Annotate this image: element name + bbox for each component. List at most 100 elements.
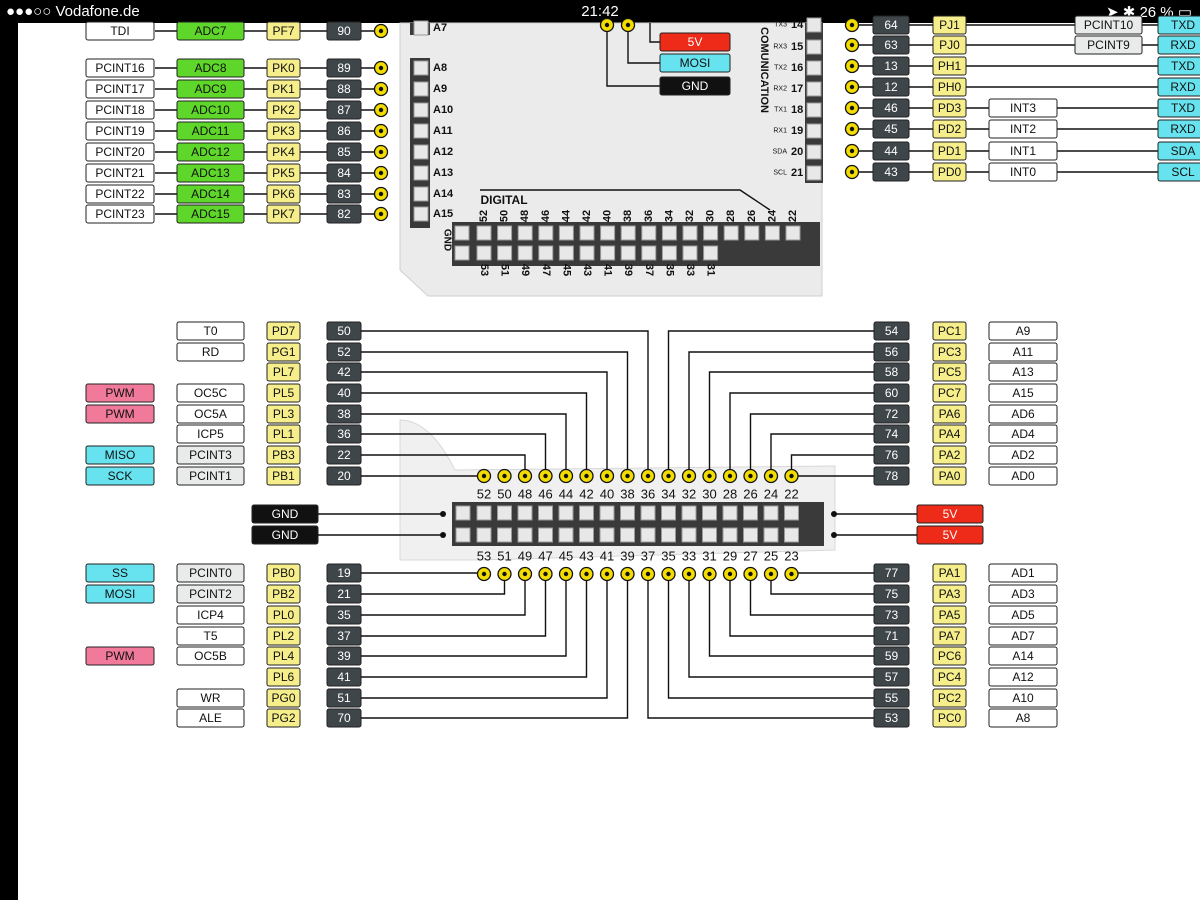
addr-func-box [988, 646, 1058, 666]
addr-func-box [988, 424, 1058, 444]
chip-pin-box-label: 89 [337, 61, 351, 75]
analog-pin-label: A8 [433, 62, 447, 74]
port-box-label: PA2 [939, 448, 961, 462]
header-socket [620, 527, 635, 543]
route-wire [361, 573, 629, 719]
route-wire [361, 573, 608, 699]
route-wire [361, 351, 629, 476]
port-box [266, 626, 301, 646]
digital-socket [579, 225, 595, 241]
digital-even-label: 48 [519, 210, 531, 222]
chip-pin-box-label: 84 [337, 166, 351, 180]
chip-pin-box-label: 73 [885, 608, 899, 622]
connector-dot-center [378, 170, 384, 176]
port-box-label: PC7 [938, 386, 962, 400]
connector-dot-center [666, 571, 671, 577]
alt-func-box [176, 383, 245, 403]
port-box-label: PH1 [938, 59, 962, 73]
port-box [266, 584, 301, 604]
addr-func-box [988, 584, 1058, 604]
header-socket [681, 505, 697, 521]
analog-socket [413, 165, 429, 181]
header-socket [620, 505, 635, 521]
adc-func-box [176, 79, 245, 99]
digital-odd-label: 33 [684, 264, 696, 276]
header-socket [722, 527, 738, 543]
power-dot [440, 532, 446, 538]
connector-dot-center [604, 473, 610, 479]
port-box [266, 466, 301, 486]
alt-func-box-label: PCINT10 [1084, 18, 1134, 32]
chip-pin-box-label: 39 [337, 649, 351, 663]
port-box-label: PA7 [939, 629, 961, 643]
connector-dot-center [481, 473, 487, 479]
chip-pin-box [326, 100, 362, 120]
port-box-label: PC3 [938, 345, 962, 359]
alt-func-box-label: PCINT21 [95, 166, 145, 180]
serial-func-box [1157, 35, 1200, 55]
header-even-label: 34 [661, 487, 675, 502]
digital-socket [558, 245, 574, 261]
header-socket [558, 527, 574, 543]
route-wire [361, 573, 567, 657]
port-box [932, 584, 967, 604]
connector-dot-center [789, 473, 794, 479]
comm-socket [806, 60, 822, 76]
chip-pin-box [872, 77, 910, 97]
header-odd-label: 45 [559, 549, 573, 564]
alt-func-box-label: PCINT18 [95, 103, 145, 117]
port-box [266, 383, 301, 403]
connector-dot-center [789, 571, 794, 577]
addr-func-box [988, 445, 1058, 465]
header-socket [763, 505, 779, 521]
digital-socket [641, 225, 657, 241]
analog-socket [413, 186, 429, 202]
addr-func-box [988, 563, 1058, 583]
header-even-label: 30 [702, 487, 716, 502]
chip-pin-box-label: 83 [337, 187, 351, 201]
icsp-wire-gnd [606, 23, 660, 87]
int-func-box-label: INT3 [1010, 101, 1036, 115]
alt-func-box [85, 184, 155, 204]
digital-socket [558, 225, 574, 241]
digital-odd-label: 47 [540, 264, 552, 276]
icsp-dot-center [625, 22, 631, 28]
connector-dot-center [768, 473, 774, 479]
header-socket [579, 505, 594, 521]
digital-even-label: 34 [663, 209, 675, 222]
header-socket [743, 505, 758, 521]
chip-pin-box [872, 15, 910, 35]
analog-pin-label: A11 [433, 125, 453, 137]
route-wire [749, 573, 874, 616]
chip-pin-box-label: 37 [337, 629, 351, 643]
port-box-label: PL5 [273, 386, 295, 400]
addr-func-box-label: A15 [1012, 386, 1034, 400]
analog-pin-label: A13 [433, 167, 453, 179]
port-box-label: PD0 [938, 165, 962, 179]
addr-func-box-label: A14 [1012, 649, 1034, 663]
addr-func-box-label: AD2 [1011, 448, 1035, 462]
int-func-box-label: INT0 [1010, 165, 1036, 179]
chip-pin-box [872, 98, 910, 118]
route-wire [647, 573, 874, 719]
alt-func-box-label: ICP5 [197, 427, 224, 441]
adc-func-box [176, 204, 245, 224]
port-box [932, 626, 967, 646]
header-even-label: 50 [497, 487, 511, 502]
route-wire [361, 413, 567, 476]
chip-pin-box-label: 12 [884, 80, 898, 94]
connector-dot-center [645, 571, 651, 577]
route-wire [361, 573, 526, 616]
serial-func-box [1157, 162, 1200, 182]
chip-pin-box-label: 52 [337, 345, 351, 359]
addr-func-box-label: AD3 [1011, 587, 1035, 601]
route-wire [688, 351, 874, 476]
header-socket [538, 505, 553, 521]
alt-func-box [176, 466, 245, 486]
icsp-pin-box-label: 5V [688, 35, 703, 49]
adc-func-box-label: ADC15 [191, 207, 230, 221]
digital-socket [723, 225, 739, 241]
power-dot [440, 511, 446, 517]
addr-func-box-label: A10 [1012, 691, 1034, 705]
chip-pin-box-label: 44 [884, 144, 898, 158]
